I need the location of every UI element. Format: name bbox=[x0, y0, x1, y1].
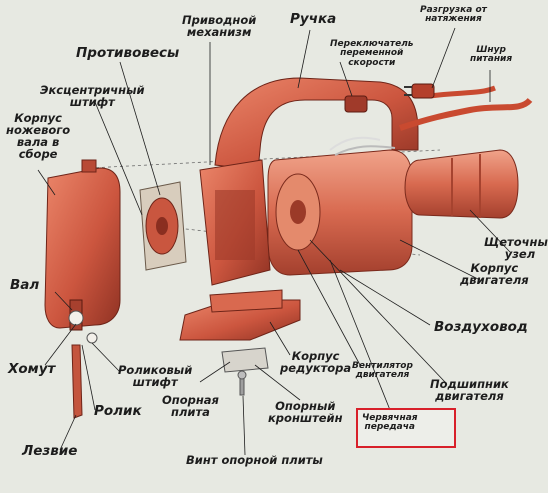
clamp-part bbox=[68, 310, 84, 326]
label-counterweights: Противовесы bbox=[76, 45, 180, 61]
base-cover bbox=[209, 289, 283, 313]
label-roller: Ролик bbox=[94, 403, 142, 419]
label-base-plate-screw: Винт опорной плиты bbox=[186, 453, 323, 467]
brush-unit bbox=[404, 149, 519, 219]
knife-shaft-housing bbox=[44, 167, 121, 329]
highlight-box bbox=[356, 408, 456, 448]
plug bbox=[411, 83, 435, 99]
power-cord-2 bbox=[429, 85, 496, 99]
label-handle: Ручка bbox=[290, 11, 337, 27]
dashed-axes bbox=[89, 149, 441, 256]
power-cord bbox=[399, 97, 533, 131]
label-air-duct: Воздуховод bbox=[434, 319, 528, 335]
roller-part bbox=[86, 332, 98, 344]
label-shaft: Вал bbox=[10, 277, 40, 293]
label-blade: Лезвие bbox=[22, 443, 78, 459]
blade-part bbox=[71, 344, 83, 419]
handle bbox=[214, 77, 419, 171]
label-clamp: Хомут bbox=[8, 361, 56, 377]
label-brush-unit: Щеточныйузел bbox=[484, 235, 548, 262]
leader-lines bbox=[37, 27, 511, 456]
speed-switch bbox=[344, 95, 368, 113]
support-bracket-part bbox=[221, 347, 269, 373]
